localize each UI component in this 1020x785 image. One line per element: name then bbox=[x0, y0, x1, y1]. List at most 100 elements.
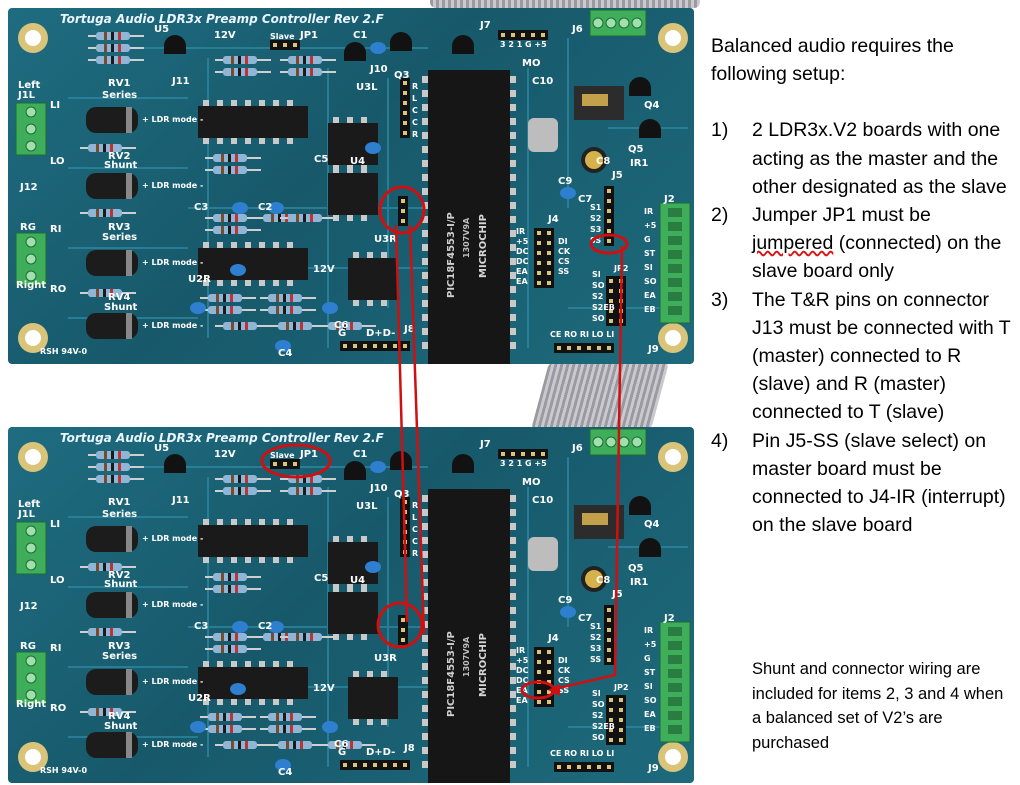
header-j4 bbox=[534, 647, 554, 707]
label-ri: RI bbox=[50, 643, 62, 654]
label-j6: J6 bbox=[572, 24, 583, 35]
mcu-chip bbox=[422, 70, 516, 364]
resistor bbox=[215, 741, 271, 749]
resistor bbox=[215, 475, 271, 483]
label-c2: C2 bbox=[258, 621, 273, 632]
label-u2r: U2R bbox=[188, 274, 211, 285]
header-j7 bbox=[498, 449, 548, 459]
label-c3: C3 bbox=[194, 621, 209, 632]
label-j5: J5 bbox=[612, 589, 623, 600]
label-j2: J2 bbox=[664, 194, 675, 205]
transistor bbox=[164, 454, 186, 473]
dip-chip bbox=[328, 586, 378, 640]
label-c3: C3 bbox=[194, 202, 209, 213]
label-rg: RG bbox=[20, 641, 36, 652]
label-u5: U5 bbox=[154, 443, 170, 454]
crystal bbox=[528, 537, 558, 571]
jp2-pin-label: SI bbox=[592, 270, 601, 279]
label-c10: C10 bbox=[532, 76, 554, 87]
ldr-mode-label: + LDR mode - bbox=[142, 740, 204, 749]
transistor bbox=[390, 32, 412, 51]
label-ro: RO bbox=[50, 284, 67, 295]
board-title: Tortuga Audio LDR3x Preamp Controller Re… bbox=[60, 431, 384, 445]
ldr-module bbox=[86, 526, 138, 552]
label-rv4: RV4 bbox=[108, 292, 131, 303]
j4-pin-label: +5 bbox=[516, 656, 529, 665]
capacitor bbox=[560, 606, 576, 618]
label-right: Right bbox=[16, 280, 47, 291]
electrolytic-capacitor bbox=[581, 147, 607, 173]
label-rv4: RV4 bbox=[108, 711, 131, 722]
label-li: LI bbox=[50, 519, 61, 530]
resistor bbox=[215, 322, 271, 330]
j2-pin-label: SI bbox=[644, 263, 653, 272]
label-rv2: RV2 bbox=[108, 151, 131, 162]
resistor bbox=[88, 56, 144, 64]
resistor bbox=[320, 741, 376, 749]
label-ir1: IR1 bbox=[630, 158, 649, 169]
label-u3l: U3L bbox=[356, 82, 378, 93]
j10-pin-label: C bbox=[412, 106, 418, 115]
resistor bbox=[280, 68, 336, 76]
j5-pin-label: S1 bbox=[590, 622, 602, 631]
j5-pin-label: S3 bbox=[590, 644, 602, 653]
note-text: The T&R pins on connector J13 must be co… bbox=[752, 288, 1011, 424]
resistor bbox=[270, 741, 326, 749]
j5-pin-label: S2 bbox=[590, 633, 602, 642]
capacitor bbox=[560, 187, 576, 199]
j5-pin-label: SS bbox=[590, 655, 602, 664]
jp2-pin-label: S2EB bbox=[592, 303, 615, 312]
capacitor bbox=[365, 561, 381, 573]
j2-pin-label: SO bbox=[644, 277, 657, 286]
header-j9 bbox=[554, 762, 614, 772]
label-series: Series bbox=[102, 90, 138, 101]
jp2-pin-label: SI bbox=[592, 689, 601, 698]
j2-pin-label: G bbox=[644, 654, 651, 663]
capacitor bbox=[322, 302, 338, 314]
label-j1l: J1L bbox=[18, 509, 36, 520]
j10-pin-label: C bbox=[412, 118, 418, 127]
terminal-header-j2 bbox=[659, 621, 691, 743]
ldr-module bbox=[86, 592, 138, 618]
label-jp1: JP1 bbox=[300, 449, 319, 460]
ldr-module bbox=[86, 669, 138, 695]
j5-pin-label: SS bbox=[590, 236, 602, 245]
j2-pin-label: EA bbox=[644, 710, 656, 719]
j4-right-label: DI bbox=[558, 656, 568, 665]
resistor bbox=[80, 628, 136, 636]
label-jp2: JP2 bbox=[614, 683, 629, 692]
capacitor bbox=[190, 302, 206, 314]
j10-pin-label: L bbox=[412, 94, 418, 103]
header-jp1 bbox=[270, 459, 300, 469]
ldr-module bbox=[86, 313, 138, 339]
label-j5: J5 bbox=[612, 170, 623, 181]
label-12v: 12V bbox=[313, 264, 335, 275]
label-u3r: U3R bbox=[374, 234, 397, 245]
label-j9: J9 bbox=[648, 344, 659, 355]
label-j8: J8 bbox=[404, 324, 415, 335]
resistor bbox=[200, 306, 256, 314]
resistor bbox=[280, 214, 336, 222]
ldr-mode-label: + LDR mode - bbox=[142, 181, 204, 190]
j4-pin-label: DC bbox=[516, 257, 529, 266]
label-c9: C9 bbox=[558, 595, 573, 606]
capacitor bbox=[268, 621, 284, 633]
j4-pin-label: EA bbox=[516, 267, 528, 276]
resistor bbox=[280, 633, 336, 641]
header-j13 bbox=[398, 196, 408, 226]
label-12v: 12V bbox=[313, 683, 335, 694]
label-jp1: JP1 bbox=[300, 30, 319, 41]
dip-chip bbox=[198, 519, 308, 563]
resistor bbox=[80, 144, 136, 152]
j4-pin-label: +5 bbox=[516, 237, 529, 246]
resistor bbox=[200, 713, 256, 721]
j2-pin-label: EB bbox=[644, 724, 656, 733]
mcu-chip bbox=[422, 489, 516, 783]
label-j12: J12 bbox=[20, 182, 38, 193]
capacitor bbox=[232, 621, 248, 633]
label-g: G bbox=[338, 328, 347, 339]
pcb-board-master: Tortuga Audio LDR3x Preamp Controller Re… bbox=[8, 8, 694, 364]
label-u4: U4 bbox=[350, 575, 366, 586]
label-c10: C10 bbox=[532, 495, 554, 506]
label-j10: J10 bbox=[370, 483, 388, 494]
